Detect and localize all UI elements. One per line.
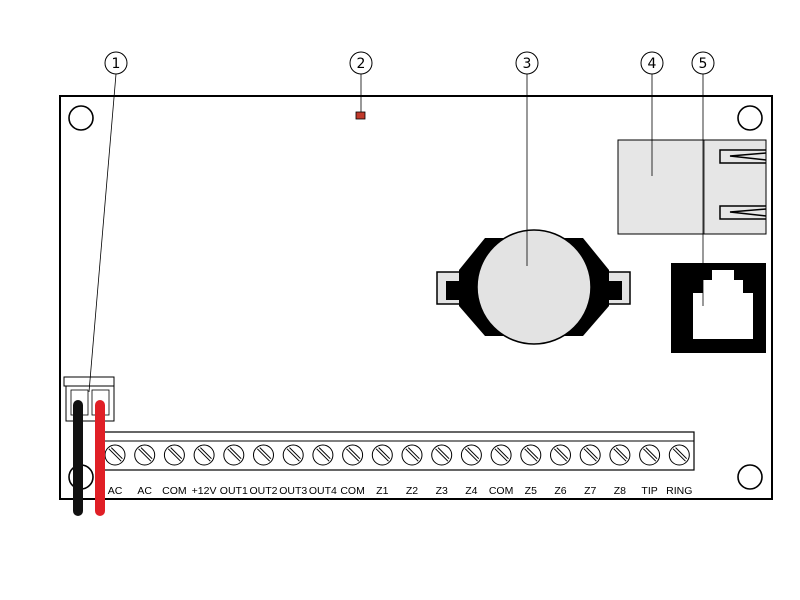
terminal-label: Z7 (584, 485, 596, 497)
terminal-screw (104, 444, 126, 466)
terminal-label: Z8 (614, 485, 626, 497)
mounting-hole-top-right (737, 105, 763, 131)
terminal-screw (253, 444, 274, 466)
callout-3-label: 3 (523, 56, 532, 72)
terminal-label: Z5 (525, 485, 537, 497)
callout-5-label: 5 (699, 56, 708, 72)
callout-1-label: 1 (112, 56, 121, 72)
terminal-screw (520, 444, 542, 466)
terminal-screws (104, 444, 690, 466)
terminal-screw (282, 444, 304, 466)
terminal-screw (460, 444, 482, 466)
terminal-label: AC (108, 485, 123, 497)
terminal-screw (431, 444, 453, 466)
terminal-screw (639, 444, 661, 466)
terminal-label: OUT1 (220, 485, 248, 497)
leader-line-1 (88, 73, 117, 393)
callout-4: 4 (640, 51, 664, 75)
terminal-label: OUT2 (249, 485, 277, 497)
callout-2: 2 (349, 51, 373, 75)
terminal-label: OUT3 (279, 485, 307, 497)
terminal-label: Z3 (436, 485, 448, 497)
terminal-label: Z4 (465, 485, 477, 497)
terminal-screw (668, 444, 690, 466)
callout-4-label: 4 (648, 56, 657, 72)
rj-jack (671, 263, 766, 353)
terminal-label: TIP (641, 485, 657, 497)
terminal-screw (401, 444, 423, 466)
terminal-screw (134, 444, 156, 466)
terminal-label: AC (137, 485, 152, 497)
mounting-hole-bottom-right (737, 464, 763, 490)
terminal-screw (163, 444, 185, 466)
mounting-hole-top-left (68, 105, 94, 131)
terminal-screw (371, 444, 393, 466)
callout-1: 1 (104, 51, 128, 75)
terminal-screw (550, 444, 571, 466)
battery (476, 229, 592, 345)
callout-3: 3 (515, 51, 539, 75)
usb-port (617, 139, 767, 235)
callout-2-label: 2 (357, 56, 366, 72)
terminal-label: COM (340, 485, 365, 497)
terminal-label: +12V (192, 485, 217, 497)
battery-connector (63, 376, 115, 422)
led (355, 111, 366, 120)
terminal-screw (312, 444, 334, 466)
terminal-label: RING (666, 485, 692, 497)
terminal-screw (490, 444, 512, 466)
terminal-screw (579, 444, 601, 466)
terminal-screw (609, 444, 631, 466)
terminal-screw (342, 444, 364, 466)
terminal-screw (223, 444, 245, 466)
terminal-label: COM (162, 485, 187, 497)
terminal-label: Z6 (554, 485, 566, 497)
terminal-screw (193, 444, 215, 466)
terminal-label: Z2 (406, 485, 418, 497)
terminal-label: Z1 (376, 485, 388, 497)
terminal-label: OUT4 (309, 485, 337, 497)
terminal-block (99, 431, 695, 471)
terminal-label: COM (489, 485, 514, 497)
callout-5: 5 (691, 51, 715, 75)
